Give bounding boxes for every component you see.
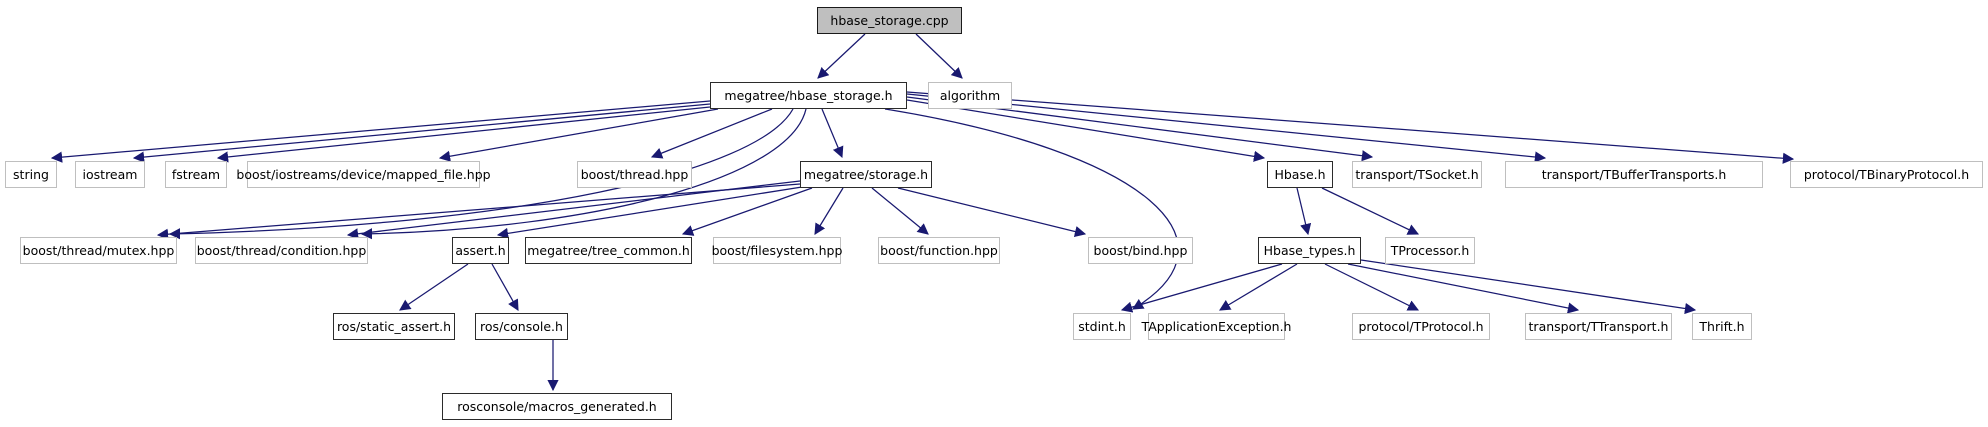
edge-htypes-to-tappex	[1219, 263, 1298, 311]
graph-node-label: ros/static_assert.h	[336, 319, 452, 334]
graph-node-label: stdint.h	[1078, 319, 1126, 334]
graph-node-console[interactable]: ros/console.h	[475, 313, 568, 340]
graph-node-thrift[interactable]: Thrift.h	[1692, 313, 1752, 340]
edge-hbase-to-htypes	[1296, 187, 1312, 236]
graph-node-label: transport/TTransport.h	[1528, 319, 1669, 334]
graph-node-iostream[interactable]: iostream	[75, 161, 145, 188]
edge-cpp-to-alg	[915, 33, 963, 79]
graph-node-tbinary[interactable]: protocol/TBinaryProtocol.h	[1790, 161, 1983, 188]
graph-node-label: rosconsole/macros_generated.h	[457, 399, 657, 414]
graph-node-function[interactable]: boost/function.hpp	[878, 237, 1000, 264]
edge-assert-to-static	[399, 263, 469, 311]
graph-node-label: megatree/storage.h	[803, 167, 929, 182]
edge-storage-to-mutex	[156, 183, 801, 240]
edge-hs-to-fstream	[216, 106, 711, 163]
graph-node-cpp[interactable]: hbase_storage.cpp	[817, 7, 962, 34]
graph-node-label: hbase_storage.cpp	[830, 13, 949, 28]
edge-storage-to-cond	[346, 180, 801, 240]
graph-node-static[interactable]: ros/static_assert.h	[333, 313, 455, 340]
edge-hs-to-stdint	[884, 108, 1179, 310]
edge-hs-to-mutex	[168, 108, 794, 240]
graph-node-label: protocol/TProtocol.h	[1358, 319, 1484, 334]
edge-storage-to-filesystem	[814, 187, 844, 235]
graph-node-label: boost/bind.hpp	[1093, 243, 1188, 258]
edge-storage-to-function	[871, 187, 929, 235]
edge-assert-to-console	[491, 263, 519, 311]
edge-storage-to-assert	[496, 186, 803, 239]
graph-node-bind[interactable]: boost/bind.hpp	[1088, 237, 1193, 264]
graph-node-label: boost/thread/mutex.hpp	[22, 243, 175, 258]
graph-node-tsocket[interactable]: transport/TSocket.h	[1352, 161, 1482, 188]
edge-htypes-to-ttrans	[1347, 263, 1580, 314]
edge-hs-to-tbinary	[906, 91, 1795, 164]
graph-node-label: TApplicationException.h	[1141, 319, 1292, 334]
graph-node-stdint[interactable]: stdint.h	[1073, 313, 1131, 340]
graph-node-label: megatree/tree_common.h	[527, 243, 690, 258]
edge-storage-to-treecommon	[681, 187, 813, 236]
graph-node-mutex[interactable]: boost/thread/mutex.hpp	[20, 237, 177, 264]
graph-node-label: boost/iostreams/device/mapped_file.hpp	[236, 167, 491, 182]
graph-node-hs[interactable]: megatree/hbase_storage.h	[710, 82, 907, 109]
graph-node-macros[interactable]: rosconsole/macros_generated.h	[442, 393, 672, 420]
edge-hs-to-storage	[821, 108, 844, 159]
graph-node-fstream[interactable]: fstream	[165, 161, 227, 188]
graph-node-tproc[interactable]: TProcessor.h	[1385, 237, 1475, 264]
graph-node-label: boost/function.hpp	[880, 243, 998, 258]
graph-node-label: boost/thread/condition.hpp	[196, 243, 367, 258]
edge-storage-to-bind	[897, 187, 1087, 238]
graph-node-label: protocol/TBinaryProtocol.h	[1803, 167, 1970, 182]
edge-hs-to-tbuffer	[906, 93, 1547, 163]
graph-node-label: TProcessor.h	[1390, 243, 1470, 258]
edge-cpp-to-hs	[817, 33, 866, 79]
graph-node-filesystem[interactable]: boost/filesystem.hpp	[711, 237, 843, 264]
edge-htypes-to-tproto	[1324, 263, 1420, 311]
graph-node-label: transport/TSocket.h	[1355, 167, 1479, 182]
graph-node-label: assert.h	[455, 243, 506, 258]
graph-node-label: megatree/hbase_storage.h	[724, 88, 893, 103]
graph-node-label: Hbase.h	[1274, 167, 1326, 182]
graph-node-string[interactable]: string	[5, 161, 57, 188]
graph-node-label: transport/TBufferTransports.h	[1541, 167, 1727, 182]
edge-hs-to-mapped	[438, 108, 719, 162]
graph-node-alg[interactable]: algorithm	[928, 82, 1012, 109]
graph-node-storage[interactable]: megatree/storage.h	[800, 161, 932, 188]
edge-hs-to-iostream	[132, 103, 711, 163]
graph-node-label: Thrift.h	[1699, 319, 1745, 334]
edge-hs-to-cond	[360, 108, 807, 240]
graph-node-tappex[interactable]: TApplicationException.h	[1142, 313, 1291, 340]
edge-hs-to-string	[50, 100, 711, 163]
graph-node-label: boost/thread.hpp	[580, 167, 689, 182]
graph-node-tbuffer[interactable]: transport/TBufferTransports.h	[1505, 161, 1763, 188]
edge-htypes-to-thrift	[1360, 259, 1697, 315]
edge-hbase-to-tproc	[1321, 187, 1420, 235]
graph-node-label: string	[13, 167, 49, 182]
edge-hs-to-hbase	[906, 99, 1266, 162]
graph-node-htypes[interactable]: Hbase_types.h	[1258, 237, 1361, 264]
graph-node-mapped[interactable]: boost/iostreams/device/mapped_file.hpp	[236, 161, 491, 188]
graph-node-assert[interactable]: assert.h	[452, 237, 509, 264]
graph-node-thread[interactable]: boost/thread.hpp	[577, 161, 692, 188]
graph-node-treecommon[interactable]: megatree/tree_common.h	[525, 237, 692, 264]
graph-node-label: fstream	[171, 167, 221, 182]
graph-node-tproto[interactable]: protocol/TProtocol.h	[1352, 313, 1490, 340]
graph-node-hbase[interactable]: Hbase.h	[1267, 161, 1333, 188]
graph-node-label: ros/console.h	[480, 319, 563, 334]
edge-htypes-to-stdint	[1120, 263, 1283, 313]
graph-node-label: Hbase_types.h	[1263, 243, 1356, 258]
graph-node-label: algorithm	[939, 88, 1001, 103]
graph-node-cond[interactable]: boost/thread/condition.hpp	[195, 237, 368, 264]
graph-node-ttrans[interactable]: transport/TTransport.h	[1525, 313, 1672, 340]
graph-node-label: iostream	[82, 167, 138, 182]
edge-hs-to-thread	[650, 108, 773, 159]
graph-node-label: boost/filesystem.hpp	[711, 243, 843, 258]
